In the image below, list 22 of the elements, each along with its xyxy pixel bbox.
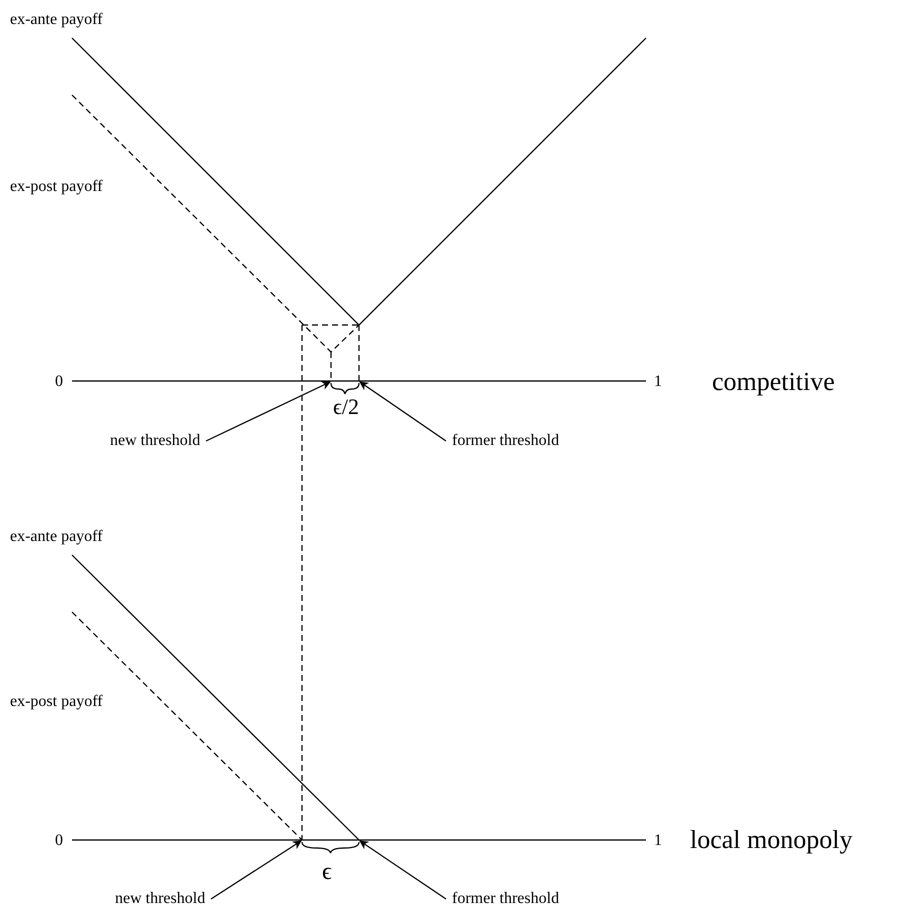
panel-title: local monopoly <box>690 825 852 855</box>
tick-label: 1 <box>654 372 662 392</box>
brace <box>330 382 360 395</box>
brace <box>301 842 360 854</box>
line-label: ex-ante payoff <box>10 527 103 547</box>
line-label: ex-post payoff <box>10 177 103 197</box>
leader-arrow <box>206 381 331 442</box>
panel-title: competitive <box>712 367 835 397</box>
leader-arrow <box>359 840 446 900</box>
tick-label: 0 <box>55 372 63 392</box>
leader-arrow <box>210 840 302 900</box>
threshold-label: former threshold <box>452 431 560 451</box>
brace-label: ϵ <box>322 858 332 886</box>
threshold-label: new threshold <box>115 889 206 909</box>
leader-arrow <box>359 382 446 442</box>
threshold-label: former threshold <box>452 889 560 909</box>
threshold-label: new threshold <box>110 431 200 451</box>
brace-label: ϵ/2 <box>333 394 360 420</box>
tick-label: 1 <box>654 831 662 851</box>
tick-label: 0 <box>55 831 63 851</box>
line-label: ex-ante payoff <box>10 10 103 30</box>
line-label: ex-post payoff <box>10 692 103 712</box>
